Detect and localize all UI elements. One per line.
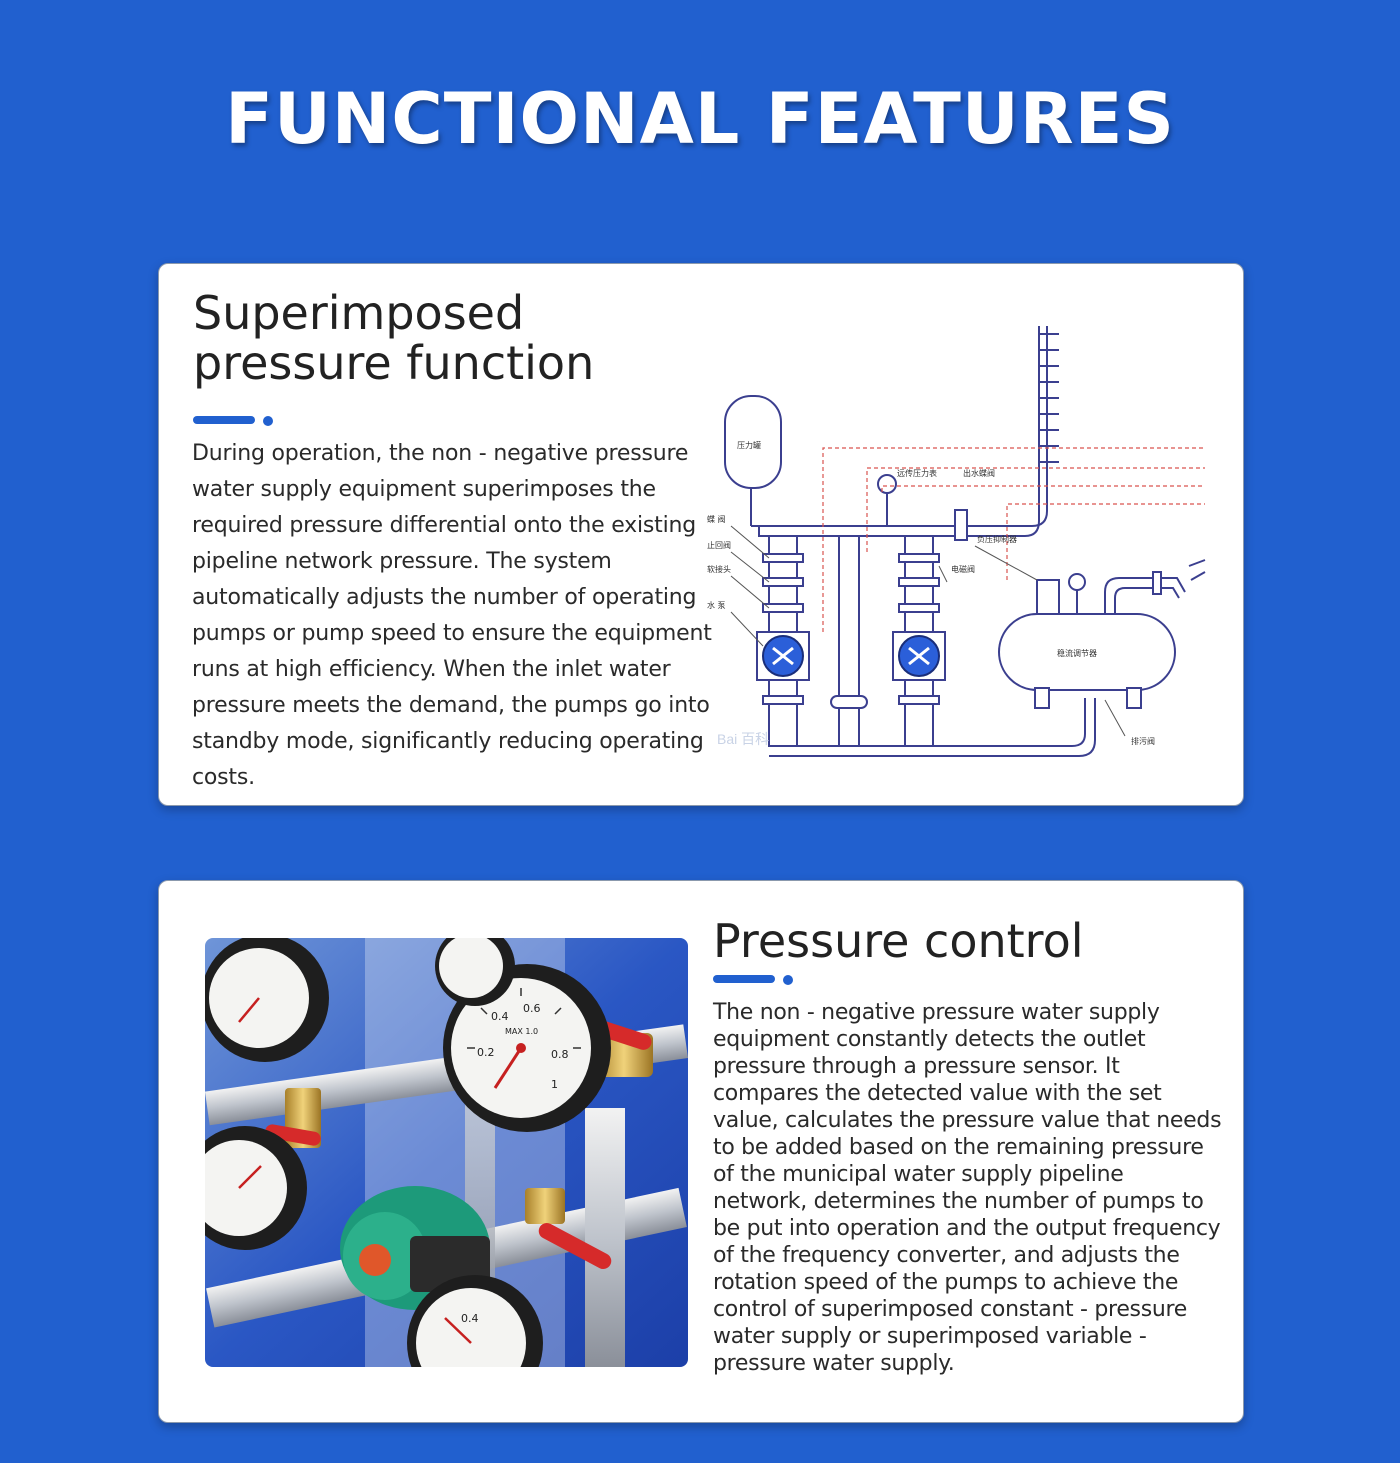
label-remote-gauge: 远传压力表 (897, 468, 937, 478)
accent-dot (783, 975, 793, 985)
feature-card-pressure-control: 0.4 0.6 0.2 0.8 1 MAX 1.0 0.4 Pressure c… (158, 880, 1244, 1423)
feature-card-superimposed-pressure: Superimposed pressure function During op… (158, 263, 1244, 806)
gauge-label-04: 0.4 (491, 1010, 509, 1023)
label-solenoid-valve: 电磁阀 (951, 564, 975, 574)
pressure-gauges-photo: 0.4 0.6 0.2 0.8 1 MAX 1.0 0.4 (205, 938, 688, 1367)
gauge-label-max: MAX 1.0 (505, 1027, 538, 1036)
section-body: During operation, the non - negative pre… (192, 441, 712, 790)
label-stabilizer: 稳流调节器 (1057, 648, 1097, 658)
label-water-pump: 水 泵 (707, 600, 726, 610)
label-negative-pressure-suppressor: 负压抑制器 (977, 534, 1017, 544)
section-body: The non - negative pressure water supply… (713, 1000, 1222, 1376)
label-pressure-tank: 压力罐 (737, 440, 761, 450)
accent-bar (193, 416, 255, 424)
label-outlet-valve: 出水蝶阀 (963, 468, 995, 478)
accent-dot (263, 416, 273, 426)
water-supply-system-diagram: 压力罐 远传压力表 出水蝶阀 蝶 阀 止回阀 软接头 水 泵 负压抑制器 电磁阀… (707, 326, 1206, 757)
section-heading: Pressure control (713, 914, 1084, 968)
diagram-watermark: Bai 百科 (717, 731, 769, 747)
gauge-label-02: 0.2 (477, 1046, 495, 1059)
gauge-label-1: 1 (551, 1078, 558, 1091)
accent-bar (713, 975, 775, 983)
gauge-label-06: 0.6 (523, 1002, 541, 1015)
section-heading: Superimposed pressure function (193, 286, 595, 390)
label-butterfly-valve: 蝶 阀 (707, 514, 726, 524)
label-drain-valve: 排污阀 (1131, 736, 1155, 746)
lower-gauge-label-04: 0.4 (461, 1312, 479, 1325)
page-title: FUNCTIONAL FEATURES (225, 78, 1175, 160)
pressure-gauges-illustration: 0.4 0.6 0.2 0.8 1 MAX 1.0 0.4 (205, 938, 688, 1367)
gauge-label-08: 0.8 (551, 1048, 569, 1061)
label-check-valve: 止回阀 (707, 540, 731, 550)
label-soft-joint: 软接头 (707, 564, 731, 574)
